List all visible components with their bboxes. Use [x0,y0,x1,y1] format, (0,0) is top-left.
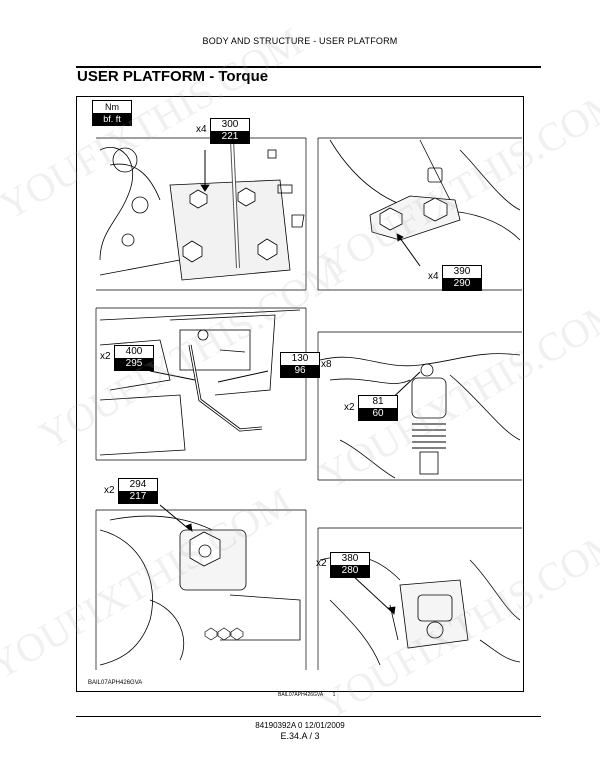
header-rule [76,66,541,68]
panel-shock-assembly [319,353,521,479]
torque-lbft: 295 [115,358,153,370]
torque-lbft: 217 [119,491,157,503]
torque-nm: 81 [359,396,397,408]
figure-caption-code: BAIL07APH426GVA [278,692,323,698]
torque-qty: x4 [428,271,439,282]
torque-callout: 130 96 [280,352,320,378]
footer-page-number: E.34.A / 3 [280,731,320,741]
page-header: BODY AND STRUCTURE - USER PLATFORM [202,36,398,46]
figure-code: BAIL07APH426GVA [88,680,143,686]
torque-nm: 130 [281,353,319,365]
panel-platform-bracket [99,139,305,281]
unit-key-lbft: bf. ft [93,113,131,125]
torque-qty: x2 [100,351,111,362]
torque-lbft: 60 [359,408,397,420]
footer-rule [76,716,541,717]
torque-lbft: 280 [331,565,369,577]
illustration-frame [76,96,524,692]
torque-nm: 400 [115,346,153,358]
footer-doc-info: 84190392A 0 12/01/2009 [255,721,345,730]
figure-caption-number: 1 [332,692,336,698]
unit-key: Nm bf. ft [92,100,132,126]
torque-callout: 390 290 [442,265,482,291]
torque-qty: x2 [344,402,355,413]
torque-qty: x4 [196,124,207,135]
torque-qty: x2 [104,485,115,496]
figure-caption: BAIL07APH426GVA 1 [278,692,335,698]
panel-mount-nut [99,504,301,666]
torque-lbft: 290 [443,278,481,290]
torque-nm: 380 [331,553,369,565]
unit-key-nm: Nm [93,101,131,113]
panel-step-linkage [99,309,301,456]
panel-lower-bracket [319,555,521,666]
page-title: USER PLATFORM - Torque [77,68,269,85]
panel-frame-bolts [329,139,521,267]
torque-callout: 300 221 [210,118,250,144]
torque-nm: 294 [119,479,157,491]
torque-qty: x2 [316,558,327,569]
torque-callout: 380 280 [330,552,370,578]
torque-lbft: 96 [281,365,319,377]
torque-lbft: 221 [211,131,249,143]
torque-callout: 400 295 [114,345,154,371]
torque-callout: 81 60 [358,395,398,421]
torque-nm: 390 [443,266,481,278]
torque-qty: x8 [321,359,332,370]
torque-callout: 294 217 [118,478,158,504]
torque-nm: 300 [211,119,249,131]
